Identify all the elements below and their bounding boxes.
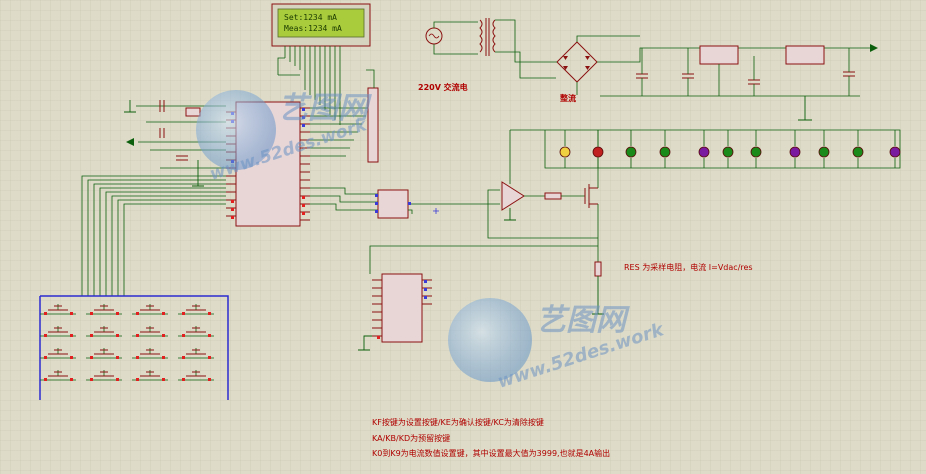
led-indicator — [818, 130, 830, 168]
note-line-2: KA/KB/KD为预留按键 — [372, 433, 450, 443]
globe-logo-icon — [196, 90, 276, 170]
led-indicator — [592, 130, 604, 168]
regulator-2 — [785, 45, 825, 65]
ac-220v-label: 220V 交流电 — [418, 82, 468, 92]
keypad-key — [86, 304, 122, 315]
keypad-matrix — [39, 295, 229, 400]
keypad-bus — [81, 175, 226, 296]
opamp-mosfet-stage: RES 为采样电阻，电流 I=Vdac/res — [487, 130, 753, 315]
led-indicator-row — [510, 129, 901, 169]
keypad-key — [132, 370, 168, 381]
watermark-brand-upper: 艺图网 — [278, 91, 372, 126]
resistor-pack — [366, 69, 379, 163]
keypad-key — [132, 304, 168, 315]
keypad-key — [40, 370, 76, 381]
led-indicator — [789, 130, 801, 168]
keypad-key — [40, 348, 76, 359]
notes: KF按键为设置按键/KE为确认按键/KC为清除按键 KA/KB/KD为预留按键 … — [372, 417, 610, 458]
keypad-key — [178, 348, 214, 359]
lcd-display: Set:1234 mA Meas:1234 mA — [271, 3, 371, 125]
keypad-key — [86, 326, 122, 337]
keypad-key — [132, 326, 168, 337]
led-indicator — [698, 130, 710, 168]
keypad-key — [132, 348, 168, 359]
globe-logo-icon — [448, 298, 532, 382]
keypad-key — [86, 370, 122, 381]
led-indicator — [852, 130, 864, 168]
led-indicator — [889, 130, 901, 168]
dac-ic — [375, 189, 500, 219]
led-indicator — [659, 130, 671, 168]
keypad-key — [178, 304, 214, 315]
note-line-3: K0到K9为电流数值设置键，其中设置最大值为3999,也就是4A输出 — [372, 448, 610, 458]
watermark-brand-lower: 艺图网 — [536, 303, 630, 338]
led-indicator — [750, 130, 762, 168]
ac-source-transformer: 220V 交流电 — [418, 18, 556, 92]
bridge-rectifier: 整流 — [514, 35, 640, 103]
keypad-key — [40, 326, 76, 337]
crystal-reset-circuit — [124, 100, 226, 187]
lcd-line-2: Meas:1234 mA — [284, 24, 342, 33]
rectifier-label: 整流 — [559, 93, 576, 103]
sample-resistor — [594, 261, 602, 277]
keypad-encoder-ic — [358, 245, 598, 351]
power-supply — [597, 44, 878, 121]
led-indicator — [625, 130, 637, 168]
note-line-1: KF按键为设置按键/KE为确认按键/KC为清除按键 — [372, 417, 544, 427]
res-note: RES 为采样电阻，电流 I=Vdac/res — [624, 262, 753, 272]
keypad-key — [178, 370, 214, 381]
keypad-key — [178, 326, 214, 337]
led-indicator — [559, 130, 571, 168]
keypad-key — [86, 348, 122, 359]
led-indicator — [722, 130, 734, 168]
regulator-1 — [699, 45, 739, 65]
lcd-line-1: Set:1234 mA — [284, 13, 337, 22]
keypad-key — [40, 304, 76, 315]
